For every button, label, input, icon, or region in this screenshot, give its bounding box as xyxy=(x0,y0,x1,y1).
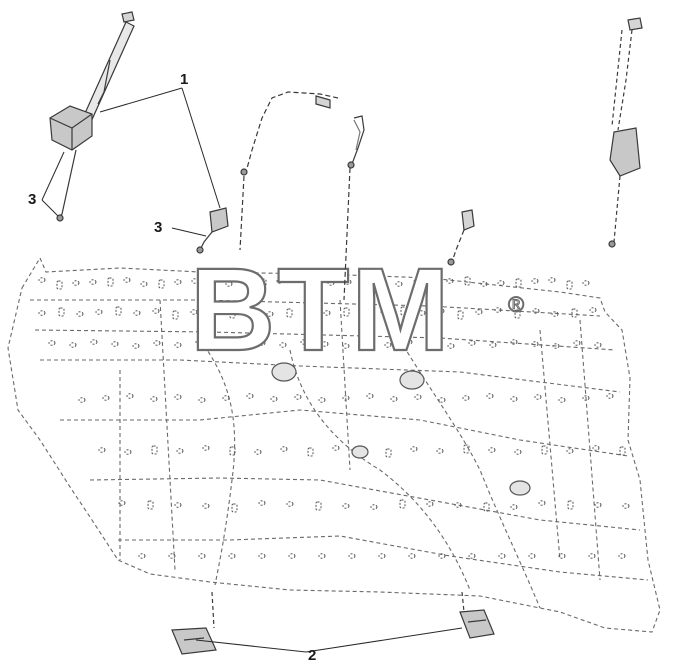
anchor-bracket-left xyxy=(171,591,217,655)
callout-1: 1 xyxy=(180,71,188,88)
anchor-bracket-right xyxy=(459,591,495,639)
seat-belt-center xyxy=(239,91,365,301)
callouts: 1 3 3 2 xyxy=(28,71,316,664)
buckle-right xyxy=(447,209,475,266)
buckle-middle xyxy=(196,207,229,254)
floor-panel xyxy=(7,256,661,633)
callout-leaders xyxy=(41,87,463,653)
svg-text:®: ® xyxy=(508,292,524,317)
svg-text:BTM: BTM xyxy=(190,244,452,376)
callout-3-mid: 3 xyxy=(154,219,162,236)
callout-3-left: 3 xyxy=(28,191,36,208)
seat-belt-left xyxy=(49,11,135,222)
floor-bosses xyxy=(271,362,531,496)
seat-belt-right xyxy=(608,17,643,248)
watermark: BTM ® xyxy=(189,243,525,377)
callout-2: 2 xyxy=(308,647,316,664)
panel-rivets xyxy=(38,276,630,559)
